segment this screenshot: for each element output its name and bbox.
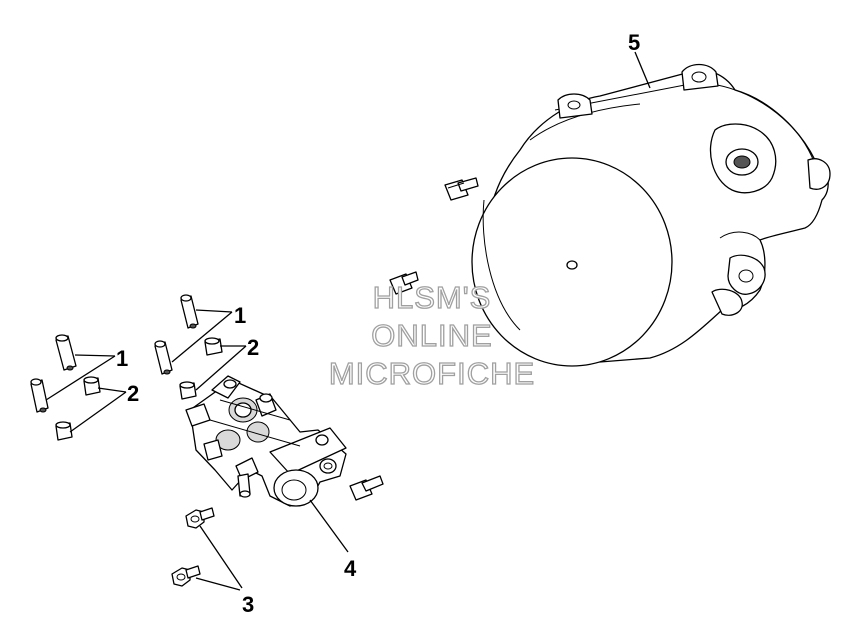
callout-2-upper: 2 (247, 335, 259, 360)
watermark-line-3: MICROFICHE (329, 356, 535, 391)
callout-3: 3 (242, 592, 254, 617)
callout-1-upper: 1 (234, 303, 246, 328)
screw-upper (185, 507, 215, 529)
engine-cover (471, 63, 831, 367)
watermark: HLSM'S ONLINE MICROFICHE (328, 279, 535, 391)
watermark-line-2: ONLINE (371, 318, 492, 353)
callouts: 5 1 2 1 2 4 3 (116, 30, 640, 617)
sleeve-lower-2 (30, 378, 49, 413)
cover-bolt-upper (444, 177, 479, 201)
screw-lower (171, 565, 201, 587)
bushing-lower (83, 376, 101, 396)
sleeve-upper (180, 294, 199, 329)
callout-5: 5 (628, 30, 640, 55)
watermark-line-1: HLSM'S (373, 280, 492, 315)
valve-assembly (185, 375, 347, 507)
callout-4: 4 (344, 556, 357, 581)
callout-1-lower: 1 (116, 346, 128, 371)
sleeve-upper-2 (154, 340, 173, 375)
callout-2-lower: 2 (127, 381, 139, 406)
bushing-upper-2 (179, 381, 197, 400)
cover-bolt-middle (389, 271, 419, 295)
assembly-bolt (349, 475, 384, 501)
bushing-lower-2 (55, 421, 73, 441)
sleeve-lower (55, 334, 77, 371)
leader-lines (45, 51, 651, 591)
bushing-upper (204, 337, 223, 356)
